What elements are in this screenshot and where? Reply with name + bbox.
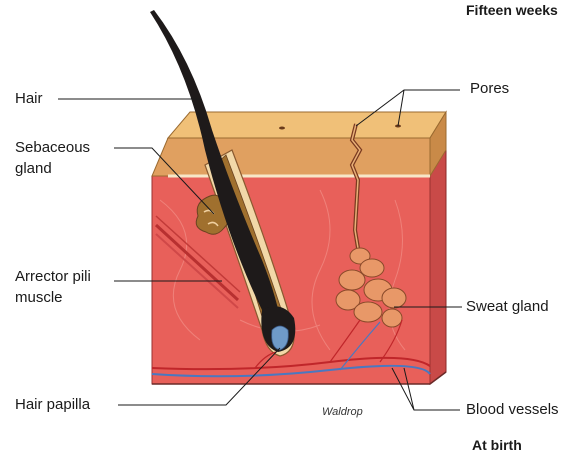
label-blood-vessels: Blood vessels [466,401,559,419]
label-sebaceous-line2: gland [15,160,52,178]
epidermis-front-face [152,138,430,176]
caption-bottom: At birth [472,436,522,454]
caption-top: Fifteen weeks [466,1,558,19]
label-hair: Hair [15,90,43,108]
label-arrector-line1: Arrector pili [15,268,91,286]
label-hair-papilla: Hair papilla [15,396,90,414]
illustrator-credit: Waldrop [322,403,363,421]
label-pores: Pores [470,80,509,98]
label-arrector-line2: muscle [15,289,63,307]
dermis-front-face [152,176,430,384]
dermis-side-face [430,150,446,384]
label-sebaceous-line1: Sebaceous [15,139,90,157]
pore-opening-left [279,127,285,130]
label-sweat-gland: Sweat gland [466,298,549,316]
